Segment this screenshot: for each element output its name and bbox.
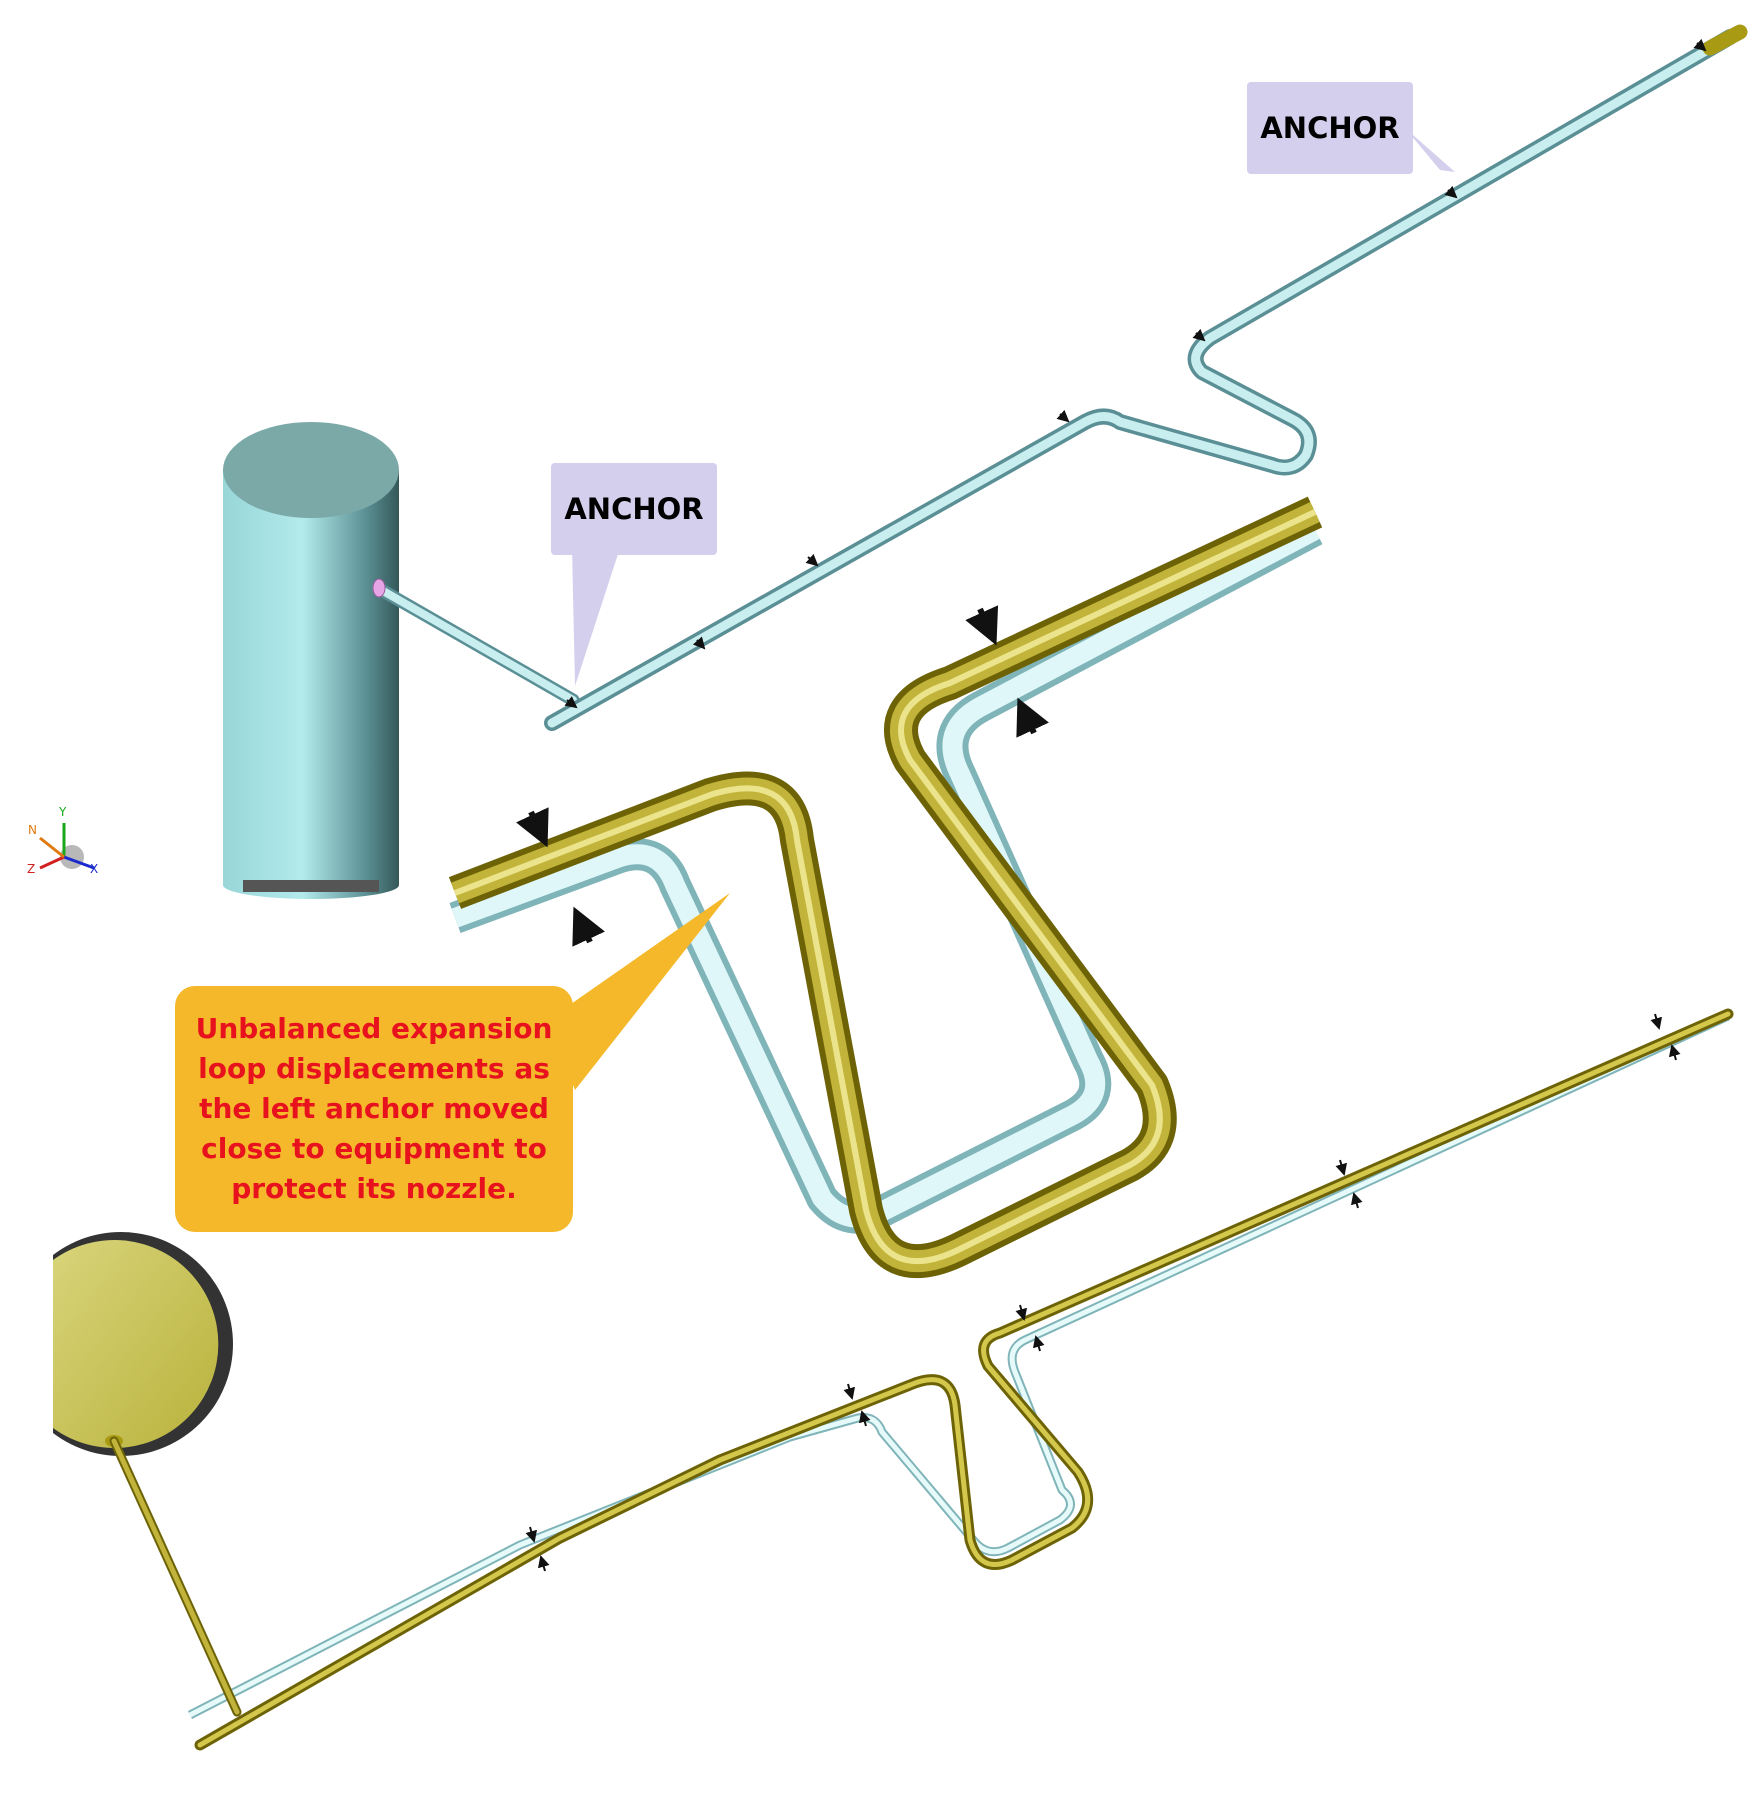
anchor-callout-top-right: ANCHOR <box>1247 82 1413 174</box>
nozzle-pipe <box>371 578 580 707</box>
top-model <box>223 24 1748 899</box>
drum-icon <box>53 1232 233 1456</box>
axis-x-label: X <box>90 862 98 876</box>
axis-triad-icon: Y X Z N <box>27 805 98 876</box>
displacement-note-text: Unbalanced expansion loop displacements … <box>195 1012 553 1205</box>
axis-y-label: Y <box>58 805 67 819</box>
displacement-note-callout: Unbalanced expansion loop displacements … <box>175 986 573 1232</box>
zoomed-loop <box>448 496 1323 1279</box>
vessel-icon <box>223 422 399 899</box>
support-arrow-icon <box>516 605 1049 947</box>
support-arrow-icon <box>525 1013 1681 1572</box>
anchor-callout-top-right-text: ANCHOR <box>1260 111 1400 145</box>
anchor-upper-left-pointer <box>572 548 620 686</box>
main-pipe-top <box>544 24 1748 731</box>
axis-z-label: Z <box>27 862 35 876</box>
bottom-model <box>53 1008 1734 1751</box>
axis-north-label: N <box>28 823 37 837</box>
note-pointer <box>548 893 730 1090</box>
anchor-top-right-pointer <box>1405 128 1455 172</box>
anchor-callout-upper-left: ANCHOR <box>551 463 717 555</box>
support-arrow-icon <box>564 38 1707 709</box>
anchor-callout-upper-left-text: ANCHOR <box>564 492 704 526</box>
